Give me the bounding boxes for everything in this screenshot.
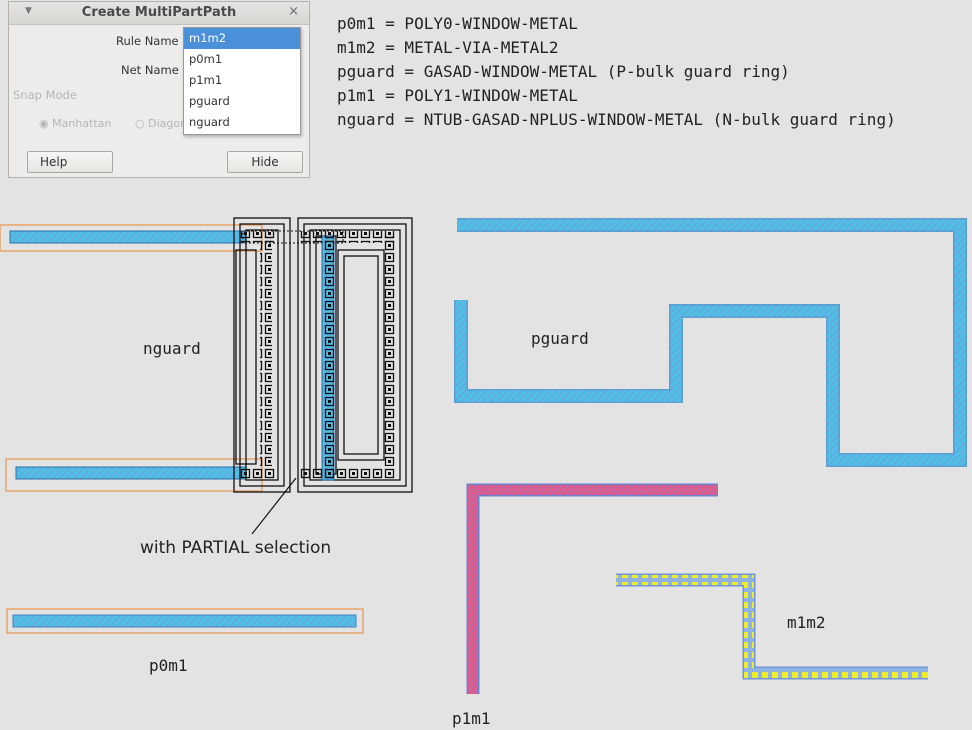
close-icon[interactable]: ×: [288, 4, 299, 19]
snap-mode-label: Snap Mode: [13, 88, 77, 102]
legend-line-p0m1: p0m1 = POLY0-WINDOW-METAL: [337, 14, 578, 33]
p0m1-path[interactable]: [6, 608, 364, 634]
p0m1-label: p0m1: [149, 656, 188, 675]
diagonal-label: Diagon: [148, 117, 188, 130]
help-button[interactable]: Help: [27, 151, 113, 173]
rule-name-label: Rule Name: [116, 34, 179, 48]
nguard-bottom-wire[interactable]: [5, 458, 263, 492]
pguard-path[interactable]: [454, 218, 967, 467]
rule-option-pguard[interactable]: pguard: [189, 94, 230, 108]
legend-line-p1m1: p1m1 = POLY1-WINDOW-METAL: [337, 86, 578, 105]
dialog-title: Create MultiPartPath: [81, 5, 237, 20]
rule-option-nguard[interactable]: nguard: [189, 115, 230, 129]
nguard-label: nguard: [143, 339, 201, 358]
hide-button[interactable]: Hide: [227, 151, 303, 173]
window-menu-icon[interactable]: ▼: [25, 6, 32, 16]
manhattan-label: Manhattan: [52, 117, 112, 130]
partial-selection-pointer: [251, 477, 297, 535]
pguard-label: pguard: [531, 329, 589, 348]
rule-option-p1m1[interactable]: p1m1: [189, 73, 223, 87]
rule-option-m1m2[interactable]: m1m2: [184, 28, 300, 49]
p1m1-label: p1m1: [452, 709, 491, 728]
m1m2-label: m1m2: [787, 613, 826, 632]
net-name-label: Net Name: [121, 63, 179, 77]
partial-selection-caption: with PARTIAL selection: [140, 538, 332, 558]
legend-line-nguard: nguard = NTUB-GASAD-NPLUS-WINDOW-METAL (…: [337, 110, 896, 129]
manhattan-radio[interactable]: ◉ Manhattan: [39, 117, 112, 130]
nguard-via-columns: [240, 231, 396, 481]
rule-option-p0m1[interactable]: p0m1: [189, 52, 223, 66]
nguard-top-wire[interactable]: [0, 224, 344, 252]
m1m2-path[interactable]: [616, 573, 928, 680]
rule-legend: p0m1 = POLY0-WINDOW-METAL m1m2 = METAL-V…: [337, 12, 896, 132]
help-button-label: Help: [40, 155, 68, 169]
rule-name-dropdown[interactable]: m1m2 p0m1 p1m1 pguard nguard: [183, 27, 301, 135]
legend-line-m1m2: m1m2 = METAL-VIA-METAL2: [337, 38, 559, 57]
dialog-titlebar[interactable]: ▼ Create MultiPartPath ×: [9, 2, 309, 25]
p1m1-path[interactable]: [466, 483, 718, 694]
hide-button-label: Hide: [251, 155, 279, 169]
diagonal-radio[interactable]: ○ Diagon: [135, 117, 188, 130]
legend-line-pguard: pguard = GASAD-WINDOW-METAL (P-bulk guar…: [337, 62, 790, 81]
